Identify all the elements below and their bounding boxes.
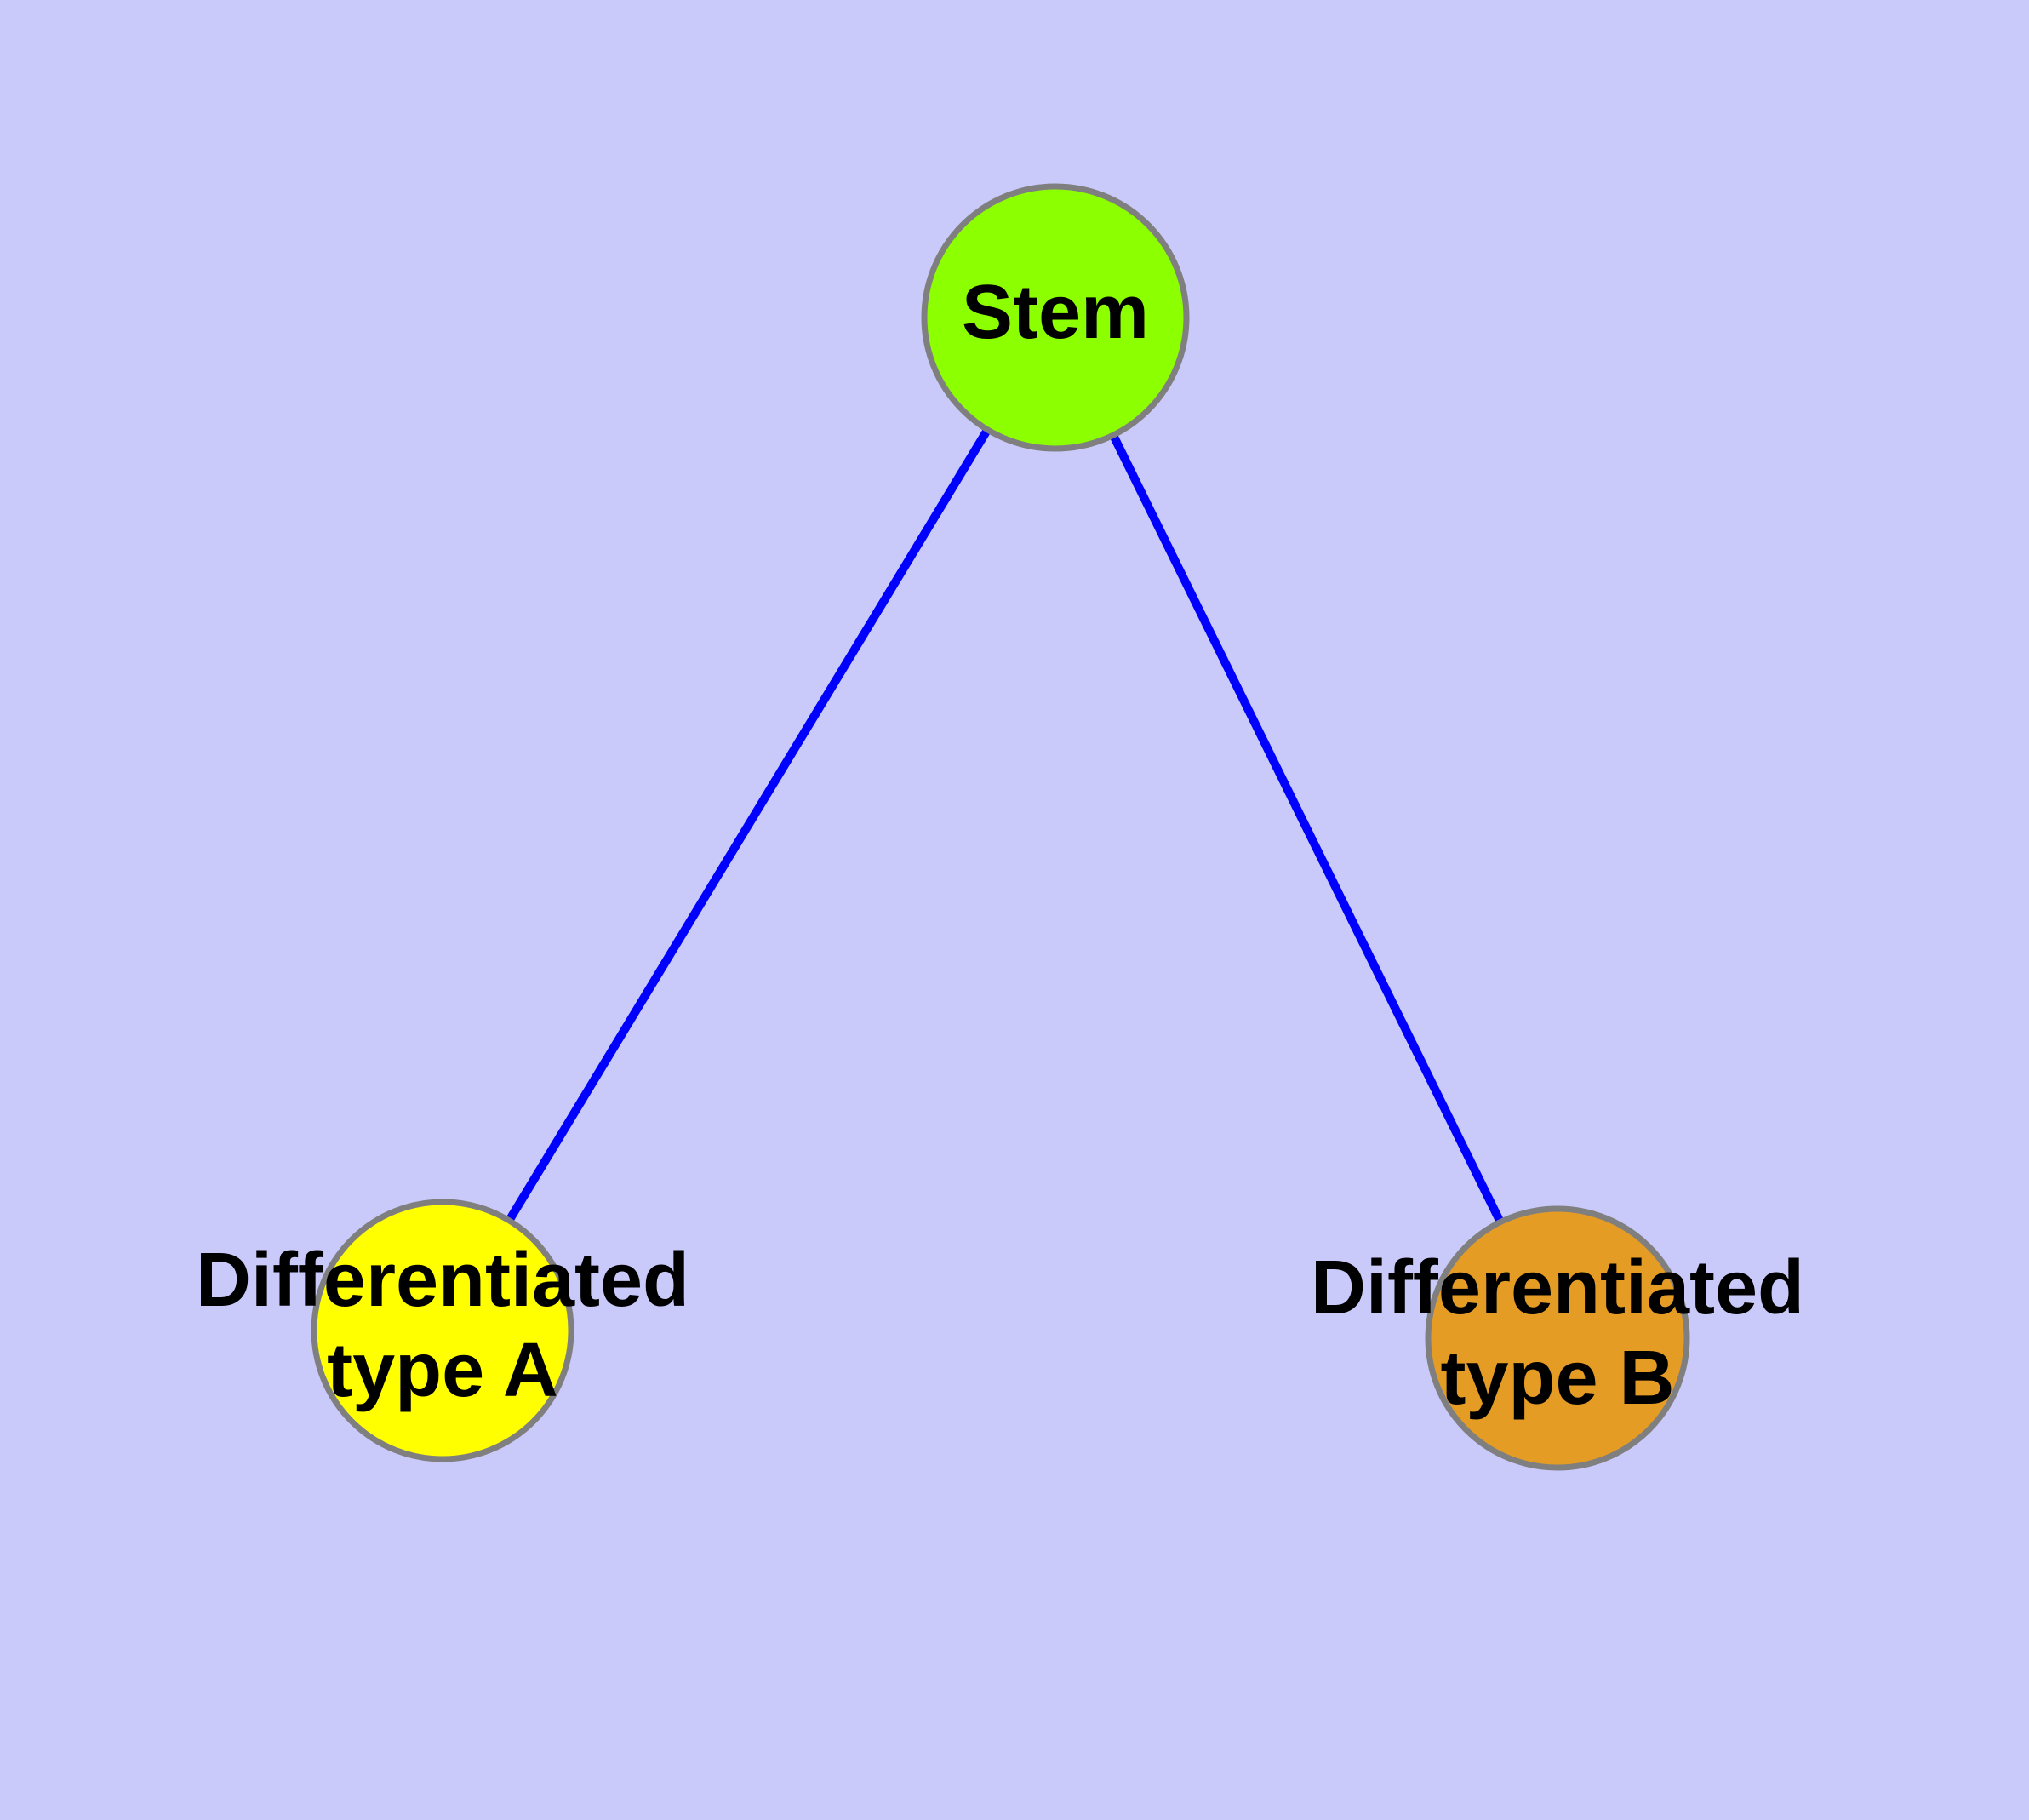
node-label-line: type B [1440, 1336, 1674, 1421]
node-differentiated-type-a[interactable] [311, 1199, 574, 1462]
edge-stem-to-differentiated-type-b[interactable] [1051, 315, 1562, 1341]
nodes-group [311, 183, 1690, 1471]
edges-group [438, 315, 1562, 1341]
node-label-line: Stem [962, 270, 1149, 355]
node-stem[interactable] [921, 183, 1190, 452]
node-label-stem: Stem [962, 270, 1149, 355]
node-differentiated-type-b[interactable] [1425, 1205, 1690, 1471]
node-label-line: Differentiated [196, 1238, 689, 1323]
node-label-line: type A [327, 1328, 558, 1413]
edge-stem-to-differentiated-type-a[interactable] [438, 315, 1060, 1333]
node-label-line: Differentiated [1311, 1245, 1804, 1331]
